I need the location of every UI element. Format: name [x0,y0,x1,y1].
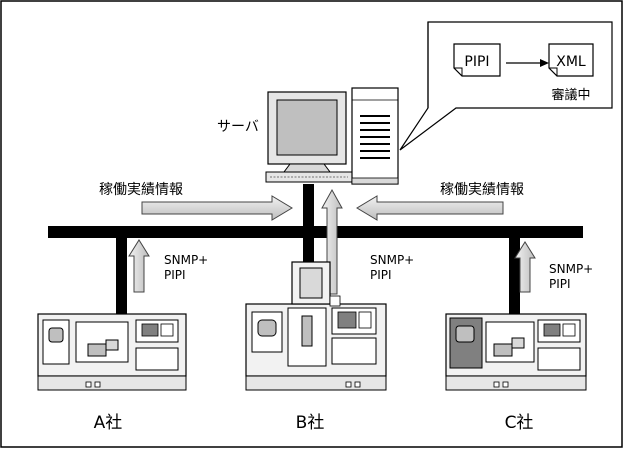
drop-line-c [509,238,520,316]
pc-monitor-icon [268,92,346,172]
protocol-label-left-2: PIPI [164,268,186,282]
protocol-label-right-1: SNMP+ [549,262,593,276]
protocol-label-center-2: PIPI [370,268,392,282]
drop-line-server [303,184,314,270]
target-doc-label: XML [556,54,586,70]
protocol-label-center-1: SNMP+ [370,253,414,267]
machine-tool-icon [446,314,586,390]
machine-tool-icon [38,314,186,390]
server-label: サーバ [217,119,259,135]
company-label-c: C社 [505,413,534,433]
flow-label-left: 稼働実績情報 [99,182,183,198]
keyboard-icon [266,172,352,182]
status-label: 審議中 [551,88,590,103]
network-backbone [48,226,583,238]
protocol-label-right-2: PIPI [549,277,571,291]
company-label-b: B社 [296,413,325,433]
flow-label-right: 稼働実績情報 [440,182,524,198]
drop-line-a [116,238,127,314]
protocol-label-left-1: SNMP+ [164,253,208,267]
company-label-a: A社 [94,413,123,433]
server-tower-icon [352,88,398,184]
source-doc-label: PIPI [464,54,489,70]
